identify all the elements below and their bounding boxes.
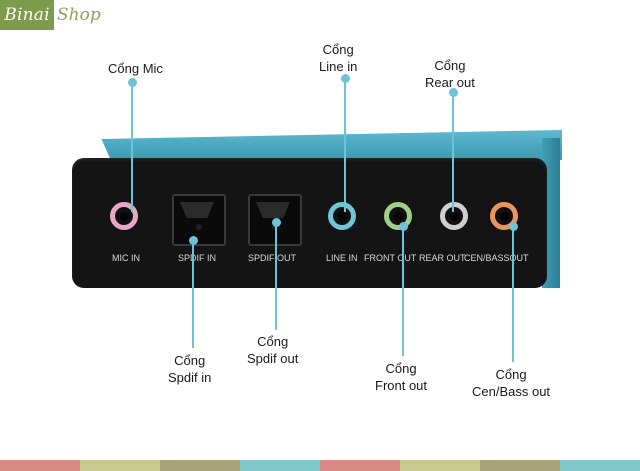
logo-badge: Binai <box>0 0 54 30</box>
spdif-out-callout-label: Cổng Spdif out <box>247 333 298 367</box>
callout-line-1: Cổng <box>257 334 289 349</box>
spdif-in-port <box>172 194 226 246</box>
sound-card-device: MIC IN SPDIF IN SPDIF OUT LINE IN FRONT … <box>72 128 562 290</box>
spdif-out-callout-dot <box>272 218 281 227</box>
spdif-out-port-label: SPDIF OUT <box>248 253 297 263</box>
spdif-in-callout-label: Cổng Spdif in <box>168 352 211 386</box>
footer-strip-segment <box>80 460 160 471</box>
mic-callout-label: Cổng Mic <box>108 60 163 77</box>
callout-line-1: Cổng <box>385 361 417 376</box>
spdif-in-port-label: SPDIF IN <box>178 253 217 263</box>
callout-line-2: Cen/Bass out <box>472 384 551 399</box>
rear-out-jack <box>440 202 468 230</box>
front-out-port-label: FRONT OUT <box>364 253 417 263</box>
cen-bass-out-callout-label: Cổng Cen/Bass out <box>472 366 550 400</box>
footer-strip-segment <box>160 460 240 471</box>
rear-out-callout-line <box>452 92 454 212</box>
site-logo: Binai Shop <box>0 0 101 30</box>
line-in-callout-dot <box>341 74 350 83</box>
footer-strip-segment <box>240 460 320 471</box>
rear-out-callout-dot <box>449 88 458 97</box>
device-top-casing <box>101 130 562 160</box>
rear-out-callout-label: Cổng Rear out <box>425 57 475 91</box>
front-out-callout-label: Cổng Front out <box>375 360 427 394</box>
line-in-callout-label: Cổng Line in <box>319 41 357 75</box>
mic-callout-line <box>131 82 133 212</box>
cen-bass-out-callout-dot <box>509 222 518 231</box>
footer-strip-segment <box>480 460 560 471</box>
callout-line-1: Cổng <box>495 367 527 382</box>
mic-callout-dot <box>128 78 137 87</box>
footer-strip-segment <box>0 460 80 471</box>
callout-line-2: Rear out <box>425 75 475 90</box>
mic-port-label: MIC IN <box>112 253 140 263</box>
front-out-callout-dot <box>399 222 408 231</box>
callout-line-1: Cổng <box>322 42 354 57</box>
callout-line-2: Spdif in <box>168 370 212 385</box>
spdif-out-callout-line <box>275 222 277 330</box>
line-in-callout-line <box>344 78 346 212</box>
footer-strip-segment <box>320 460 400 471</box>
footer-strip-segment <box>560 460 640 471</box>
footer-strip-segment <box>400 460 480 471</box>
front-out-callout-line <box>402 226 404 356</box>
line-in-port-label: LINE IN <box>326 253 358 263</box>
spdif-in-callout-line <box>192 240 194 348</box>
callout-line-2: Spdif out <box>247 351 299 366</box>
rear-out-port-label: REAR OUT <box>419 253 466 263</box>
mic-jack <box>110 202 138 230</box>
cen-bass-out-callout-line <box>512 226 514 362</box>
callout-line-2: Line in <box>319 59 358 74</box>
callout-line-1: Cổng <box>174 353 206 368</box>
device-front-panel: MIC IN SPDIF IN SPDIF OUT LINE IN FRONT … <box>72 158 547 288</box>
footer-color-strip <box>0 460 640 471</box>
callout-line-1: Cổng Mic <box>108 61 163 76</box>
callout-line-1: Cổng <box>434 58 466 73</box>
line-in-jack <box>328 202 356 230</box>
logo-text: Shop <box>57 5 101 25</box>
callout-line-2: Front out <box>375 378 428 393</box>
spdif-in-callout-dot <box>189 236 198 245</box>
cen-bass-out-port-label: CEN/BASSOUT <box>464 253 529 263</box>
